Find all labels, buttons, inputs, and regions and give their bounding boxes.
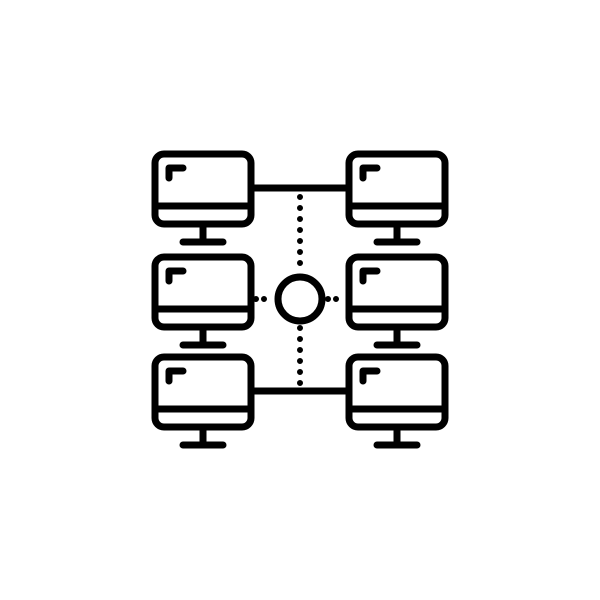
network-hub-node (274, 273, 326, 325)
computer-middle-right (349, 257, 445, 345)
computer-bottom-left (155, 357, 251, 445)
computer-bottom-right (349, 357, 445, 445)
computer-top-right (349, 154, 445, 242)
computer-top-left (155, 154, 251, 242)
computer-middle-left (155, 257, 251, 345)
